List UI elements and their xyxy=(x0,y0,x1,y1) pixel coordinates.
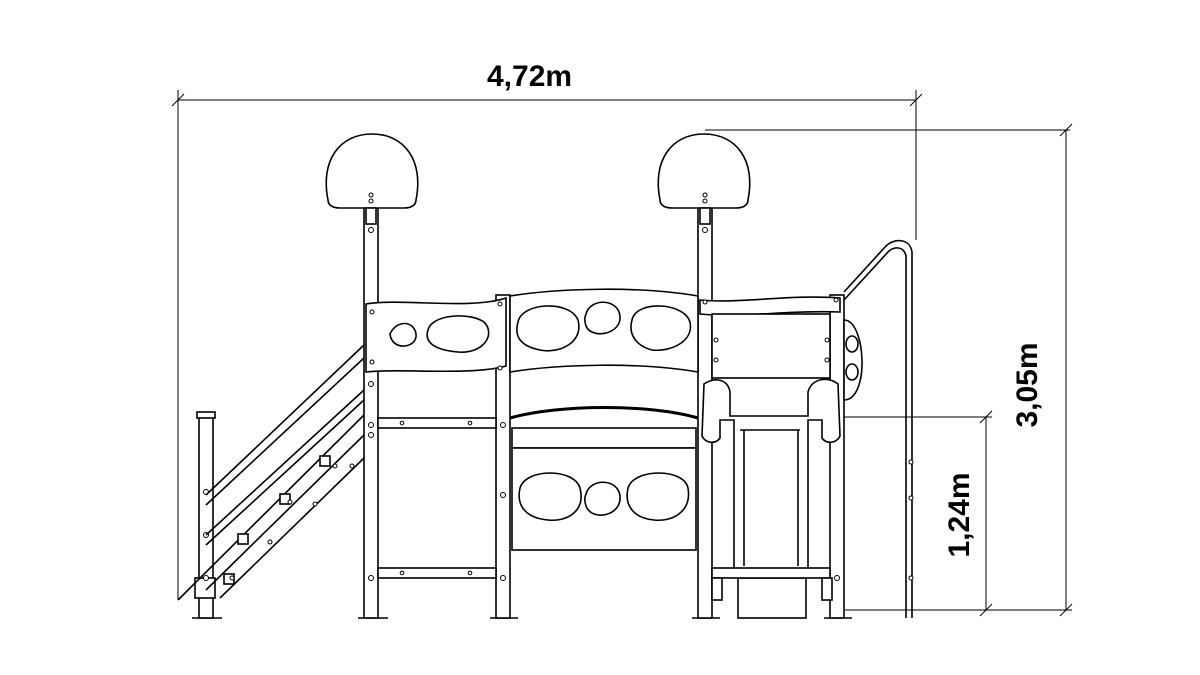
side-panel-round xyxy=(843,319,863,401)
roof-shield-left xyxy=(325,133,419,225)
overall-width-label: 4,72m xyxy=(487,60,573,93)
right-tower-panel xyxy=(699,296,841,379)
platform-height-label: 1,24m xyxy=(943,472,976,558)
bridge-deck xyxy=(509,406,699,551)
left-tower-panel xyxy=(365,296,507,373)
bridge-top-panel xyxy=(509,288,699,373)
overall-height-label: 3,05m xyxy=(1011,342,1044,428)
left-tower-frame xyxy=(377,417,497,579)
slide-handrail xyxy=(843,239,914,618)
stair-post xyxy=(194,411,216,619)
staircase xyxy=(177,344,365,601)
total-height-dimension-line xyxy=(705,123,1073,617)
roof-shield-right xyxy=(657,133,751,225)
width-dimension-line xyxy=(171,90,923,600)
platform-height-dimension-line xyxy=(835,410,993,617)
slide xyxy=(701,378,841,619)
